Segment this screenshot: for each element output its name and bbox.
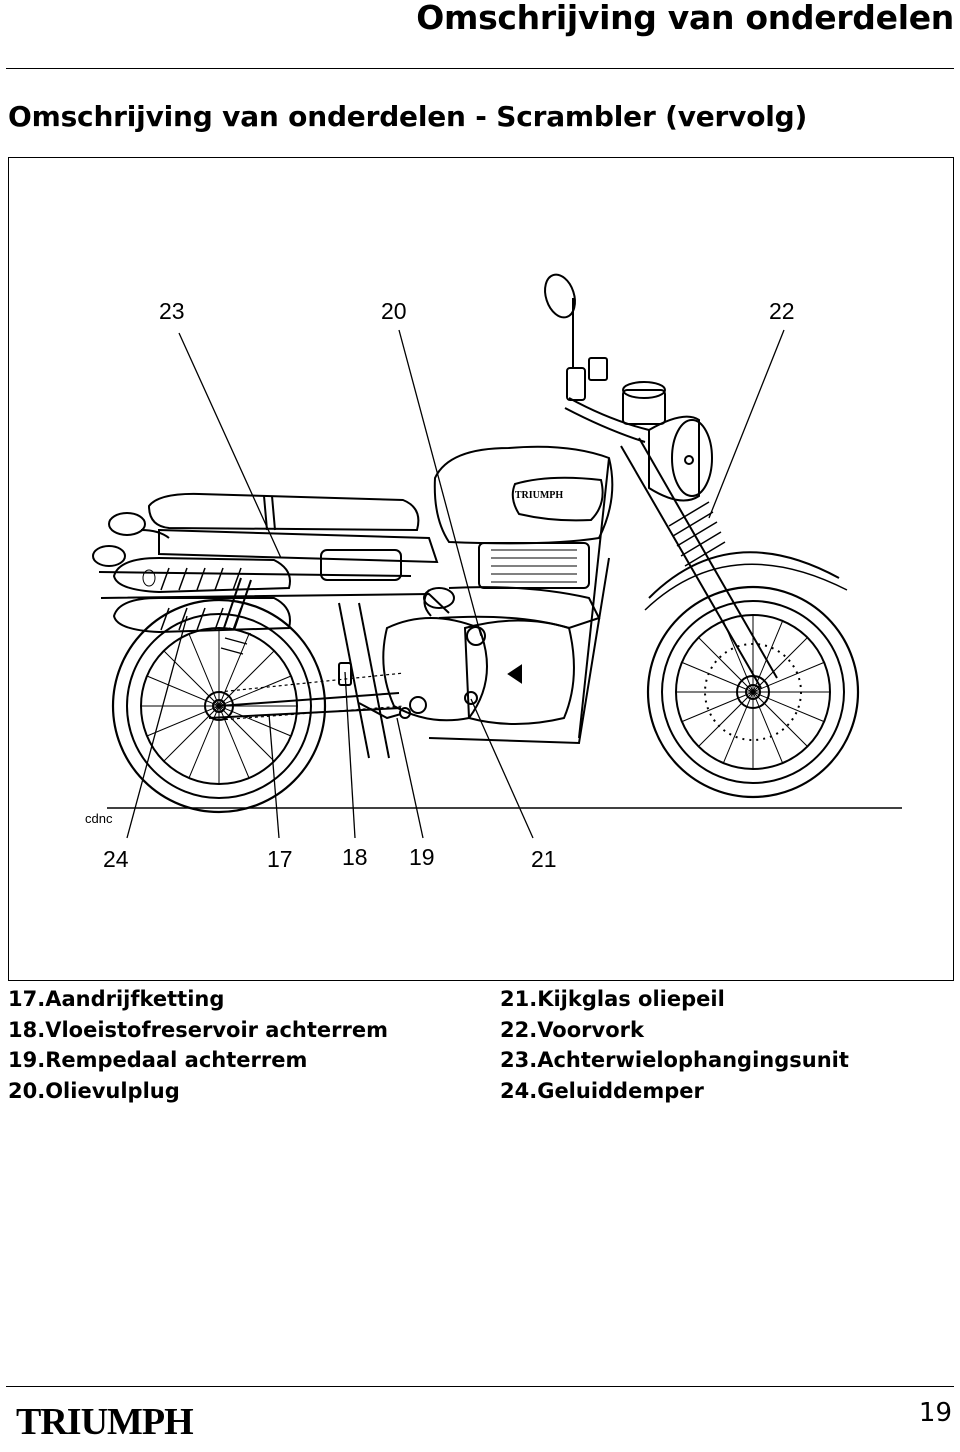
callout-18: 18: [342, 844, 368, 870]
figure-code: cdnc: [85, 811, 113, 826]
legend-item: 20.Olievulplug: [8, 1076, 388, 1107]
motorcycle-illustration: TRIUMPH: [92, 273, 902, 839]
page-number: 19: [918, 1398, 952, 1428]
callout-24: 24: [103, 846, 129, 872]
legend-label: Geluiddemper: [537, 1078, 704, 1103]
callout-21: 21: [531, 846, 557, 872]
callout-23: 23: [159, 298, 185, 324]
handlebar: [544, 273, 666, 443]
legend-item: 23.Achterwielophangingsunit: [500, 1045, 849, 1076]
brake-pedal: [338, 662, 411, 720]
legend-item: 17.Aandrijfketting: [8, 984, 388, 1015]
section-title: Omschrijving van onderdelen - Scrambler …: [8, 100, 808, 133]
legend-item: 24.Geluiddemper: [500, 1076, 849, 1107]
legend-item: 22.Voorvork: [500, 1015, 849, 1046]
header-divider: [6, 68, 954, 69]
legend-item: 19.Rempedaal achterrem: [8, 1045, 388, 1076]
legend-number: 21.: [500, 987, 538, 1011]
callout-22: 22: [769, 298, 795, 324]
seat: [147, 492, 439, 564]
rear-suspension: [208, 577, 405, 721]
exhaust-pipes: [423, 586, 601, 630]
triumph-logo: TRIUMPH: [16, 1401, 194, 1442]
callout-17: 17: [267, 846, 293, 872]
legend-item: 21.Kijkglas oliepeil: [500, 984, 849, 1015]
legend-label: Voorvork: [537, 1017, 644, 1042]
headlight: [648, 415, 713, 502]
page-header-title: Omschrijving van onderdelen: [416, 0, 954, 37]
legend-number: 20.: [8, 1078, 46, 1103]
legend-number: 22.: [500, 1017, 538, 1042]
tank-badge-text: TRIUMPH: [515, 490, 564, 501]
front-fork: [620, 437, 848, 689]
legend-label: Kijkglas oliepeil: [537, 987, 725, 1011]
footer-divider: [6, 1386, 954, 1387]
legend-label: Vloeistofreservoir achterrem: [45, 1017, 388, 1042]
legend-number: 24.: [500, 1078, 538, 1103]
legend-item: 18.Vloeistofreservoir achterrem: [8, 1015, 388, 1046]
front-wheel: [646, 585, 860, 799]
rear-lamp: [92, 512, 170, 567]
motorcycle-figure: TRIUMPH 23 20 22 cdnc 24 17 18 19 21: [8, 157, 954, 981]
fuel-tank: [433, 445, 614, 545]
triumph-logo-text: TRIUMPH: [16, 1401, 193, 1442]
legend-left-column: 17.Aandrijfketting 18.Vloeistofreservoir…: [8, 984, 388, 1106]
legend-label: Aandrijfketting: [45, 987, 225, 1011]
mufflers: [112, 556, 291, 634]
legend-number: 18.: [8, 1017, 46, 1042]
legend-label: Rempedaal achterrem: [45, 1048, 308, 1072]
legend-right-column: 21.Kijkglas oliepeil 22.Voorvork 23.Acht…: [500, 984, 849, 1106]
callout-20: 20: [381, 298, 407, 324]
leader-lines: [126, 329, 785, 839]
legend-number: 23.: [500, 1048, 538, 1072]
engine: [382, 542, 590, 725]
frame: [98, 457, 610, 759]
legend-label: Olievulplug: [45, 1078, 180, 1103]
legend-number: 17.: [8, 987, 46, 1011]
callout-19: 19: [409, 844, 435, 870]
legend-label: Achterwielophangingsunit: [537, 1048, 849, 1072]
legend-number: 19.: [8, 1048, 46, 1072]
